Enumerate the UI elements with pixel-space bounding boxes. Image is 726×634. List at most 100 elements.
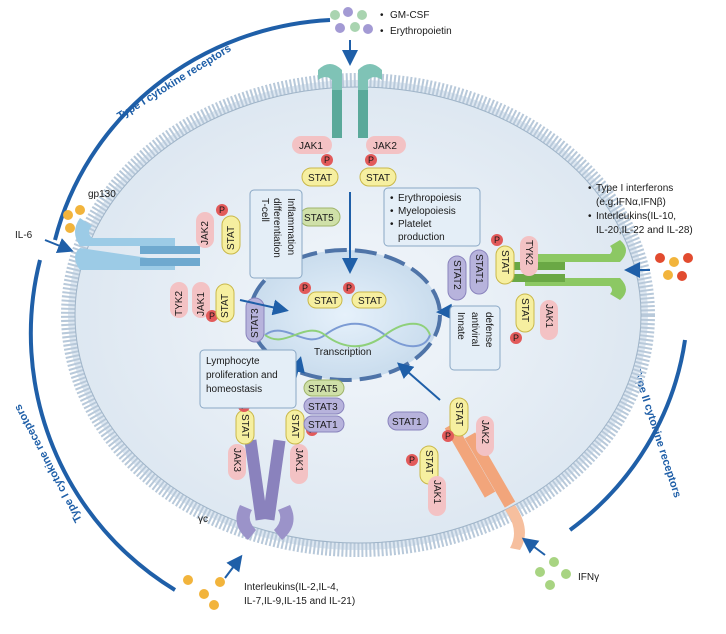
outcome-box-top: • Erythropoiesis • Myelopoiesis • Platel… [383, 187, 481, 247]
stat-bottom-right-a-label: STAT [453, 402, 464, 426]
nuclear-stat-right-label: STAT [358, 296, 382, 307]
arc-bottom-left [28, 259, 177, 592]
ligand-dots-il6 [63, 205, 85, 233]
tyk2-right [520, 236, 538, 276]
stat-right-lower [515, 293, 535, 333]
label-ifng: IFNγ [578, 572, 599, 583]
outcome-antiviral: antiviral [469, 312, 480, 346]
dna-helix-icon [264, 322, 431, 348]
outcome-innate: Innate [455, 312, 466, 340]
label-type1-interferons: Type I interferons [596, 183, 673, 194]
nuclear-p-left-label: P [302, 283, 308, 293]
stat-left-lower-label: STAT [220, 294, 231, 318]
label-gc-interleukins-1: Interleukins(IL-2,IL-4, [244, 582, 339, 593]
stat-right-upper [495, 245, 515, 285]
stat-bottom-right-a [449, 397, 469, 437]
stat1-bottom-right [387, 411, 429, 431]
label-gp130: gp130 [88, 189, 116, 200]
outcome-myelopoiesis: Myelopoiesis [398, 206, 456, 217]
outcome-tcell: T-cell [259, 198, 270, 222]
stat-top-right [359, 167, 397, 187]
receptor-bottom-left [236, 439, 294, 540]
p-right-lower-label: P [513, 333, 519, 343]
stat3-bottom [303, 397, 345, 415]
stat3-bottom-label: STAT3 [308, 402, 338, 413]
outcome-homeostasis: homeostasis [206, 384, 262, 395]
stat2-right [447, 255, 467, 301]
outcome-box-right: Innate antiviral defense [449, 305, 501, 371]
nuclear-stat-right [351, 291, 387, 309]
jak3-bottom-label: JAK3 [231, 448, 242, 472]
stat1-bottom-right-label: STAT1 [392, 417, 422, 428]
ligand-dots-bottom-left [183, 575, 225, 610]
p-right-lower [510, 332, 522, 344]
stat3-left-label: STAT3 [250, 308, 261, 338]
stat-bottom-left-a-label: STAT [239, 414, 250, 438]
outcome-box-bottom: Lymphocyte proliferation and homeostasis [199, 349, 297, 409]
outcome-box-left: T-cell differentiation Inflammation [249, 189, 303, 279]
outcome-proliferation: proliferation and [206, 370, 278, 381]
nuclear-p-left [299, 282, 311, 294]
bullet-o-top-3: • [390, 219, 394, 230]
receptor-left [75, 218, 200, 270]
p-top-right-label: P [368, 155, 374, 165]
jak1-bottom-label: JAK1 [293, 448, 304, 472]
p-top-right [365, 154, 377, 166]
jak2-left [196, 212, 214, 248]
bullet-il-right: • [588, 211, 592, 222]
stat-right-upper-label: STAT [499, 250, 510, 274]
label-interleukins-right-2: IL-20,IL-22 and IL-28) [596, 225, 693, 236]
stat5-top-label: STAT5 [304, 213, 334, 224]
p-bottom-right-a-label: P [445, 431, 451, 441]
p-right-upper-label: P [494, 235, 500, 245]
stat1-right-label: STAT1 [473, 254, 484, 284]
outcome-platelet: Platelet [398, 219, 432, 230]
cell-membrane [61, 73, 655, 557]
outcome-inflammation: Inflammation [285, 198, 296, 255]
p-right-upper [491, 234, 503, 246]
arrow-bottom-right-to-nucleus [396, 362, 441, 401]
nuclear-stat-left [307, 291, 343, 309]
tyk2-left [170, 282, 188, 318]
bullet-o-top-1: • [390, 193, 394, 204]
jak2-left-label: JAK2 [200, 221, 211, 245]
stat-right-lower-label: STAT [519, 298, 530, 322]
p-left-lower-label: P [209, 311, 215, 321]
stat-top-right-label: STAT [366, 173, 390, 184]
jak-stat-bottom-right: STAT P JAK2 STAT P JAK1 STAT1 [387, 397, 494, 516]
jak-stat-top: JAK1 JAK2 P P STAT STAT STAT5 [292, 136, 406, 227]
stat-top-left [301, 167, 339, 187]
jak1-top [292, 136, 332, 154]
p-bottom-right-a [442, 430, 454, 442]
label-interleukins-right-1: Interleukins(IL-10, [596, 211, 676, 222]
stat3-left [245, 297, 265, 343]
stat5-bottom [303, 379, 345, 397]
label-il6: IL-6 [15, 230, 33, 241]
label-erythropoietin: Erythropoietin [390, 26, 452, 37]
jak3-bottom [228, 444, 246, 480]
label-gm-csf: GM-CSF [390, 10, 429, 21]
stat-bottom-left-b-label: STAT [289, 414, 300, 438]
jak1-right [540, 300, 558, 340]
stat-left-lower [215, 283, 235, 323]
arrow-il6 [44, 238, 74, 253]
p-left-upper [216, 204, 228, 216]
jak2-top-label: JAK2 [373, 141, 397, 152]
stat-bottom-left-b [285, 409, 305, 445]
label-gamma-c: γc [198, 514, 208, 525]
jak1-top-label: JAK1 [299, 141, 323, 152]
bullet-o-top-2: • [390, 206, 394, 217]
tyk2-left-label: TYK2 [174, 291, 185, 316]
nuclear-p-right [343, 282, 355, 294]
jak-stat-right: P STAT TYK2 STAT1 STAT2 STAT P JAK1 [447, 234, 558, 344]
stat-left-upper [221, 215, 241, 255]
jak-stat-left: JAK2 P STAT TYK2 JAK1 P STAT STAT3 [170, 204, 265, 343]
outcome-erythropoiesis: Erythropoiesis [398, 193, 461, 204]
arrow-ifng [521, 537, 546, 556]
p-left-upper-label: P [219, 205, 225, 215]
arc-top-left [53, 18, 331, 241]
ligand-dots-right [655, 253, 693, 281]
jak1-left [192, 282, 210, 318]
